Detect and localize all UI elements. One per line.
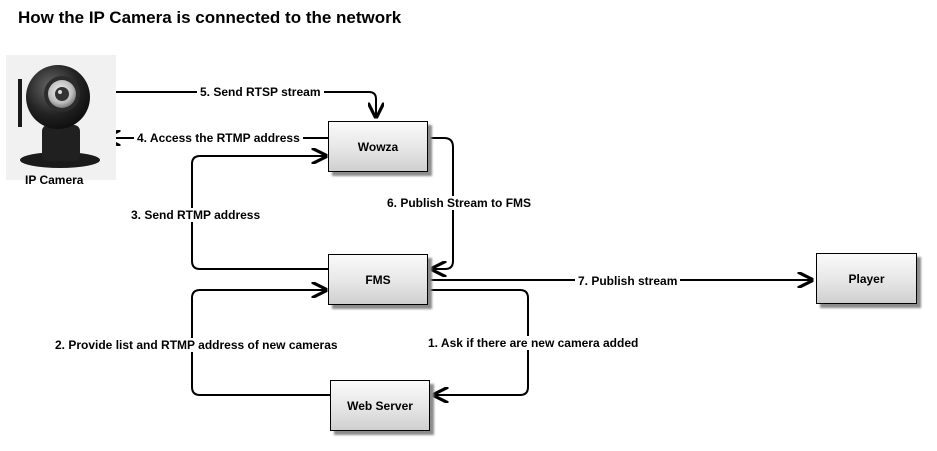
edge-4-label: 4. Access the RTMP address [134, 131, 303, 145]
fms-label: FMS [365, 272, 391, 287]
diagram-title: How the IP Camera is connected to the ne… [18, 8, 402, 27]
wowza-node: Wowza [328, 121, 428, 172]
ip-camera-icon [6, 55, 116, 180]
edge-7-label: 7. Publish stream [575, 274, 681, 288]
fms-node: FMS [328, 254, 428, 305]
player-node: Player [816, 253, 917, 304]
edge-2-label: 2. Provide list and RTMP address of new … [52, 338, 341, 352]
edge-6-label: 6. Publish Stream to FMS [384, 196, 535, 210]
player-label: Player [848, 271, 885, 286]
wowza-label: Wowza [357, 139, 399, 154]
edge-5-rtsp [104, 91, 376, 117]
edge-1-label: 1. Ask if there are new camera added [425, 336, 642, 350]
edge-5-label: 5. Send RTSP stream [197, 85, 324, 99]
ip-camera-label: IP Camera [25, 173, 84, 187]
edge-3-label: 3. Send RTMP address [128, 208, 264, 222]
web-server-label: Web Server [347, 398, 413, 413]
web-server-node: Web Server [330, 380, 430, 431]
